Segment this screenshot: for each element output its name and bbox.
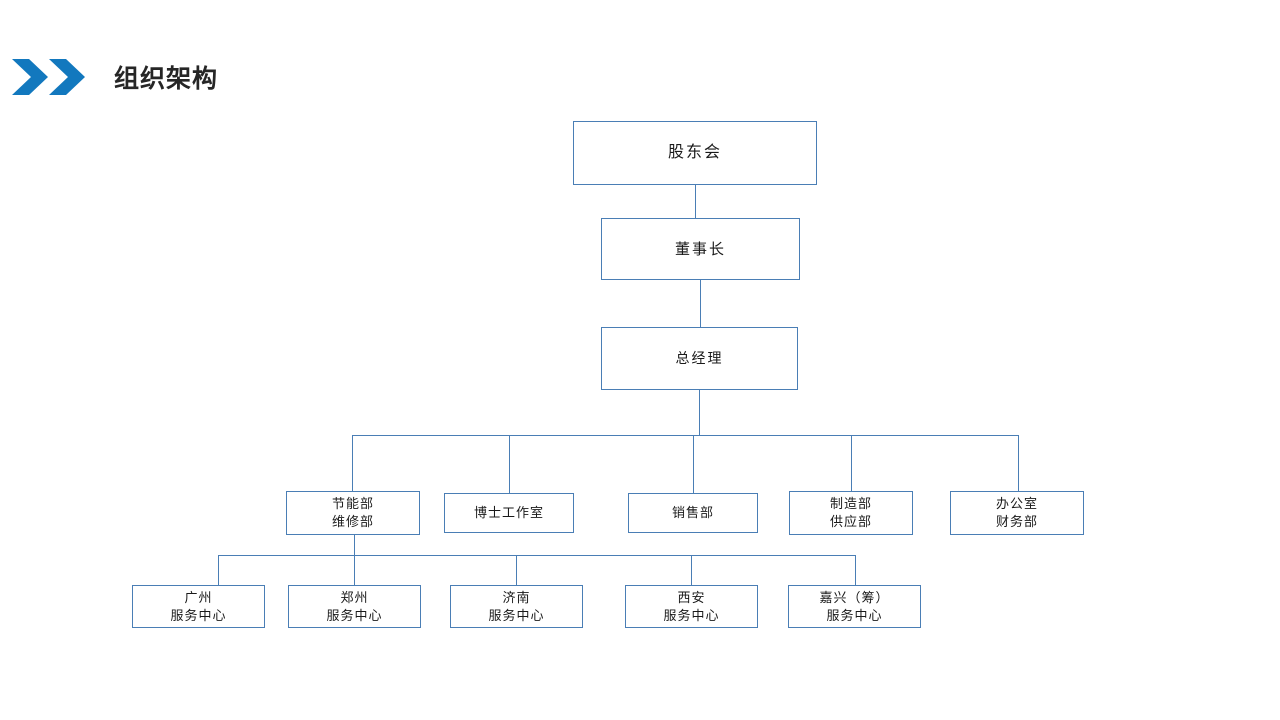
org-node-sublabel: 服务中心 xyxy=(488,607,545,623)
org-node-label: 股东会 xyxy=(667,144,722,161)
connector-energy-drop xyxy=(354,535,355,555)
org-node-label: 郑州 xyxy=(340,589,369,605)
org-node-sublabel: 财务部 xyxy=(995,514,1038,529)
org-node-label: 西安 xyxy=(677,589,706,605)
org-node-jinan-center[interactable]: 济南服务中心 xyxy=(450,585,583,628)
org-node-sublabel: 服务中心 xyxy=(663,607,720,623)
connector-bus-to-jinan xyxy=(516,555,517,585)
connector-bus-to-guangzhou xyxy=(218,555,219,585)
connector-bus-to-jiaxing xyxy=(855,555,856,585)
org-node-sublabel: 供应部 xyxy=(829,514,872,529)
connector-bus-to-xian xyxy=(691,555,692,585)
connector-chairman-to-gm xyxy=(700,280,701,327)
org-node-sublabel: 服务中心 xyxy=(326,607,383,623)
connector-dept-bus xyxy=(352,435,1018,436)
org-node-label: 制造部 xyxy=(829,496,872,511)
org-node-sales[interactable]: 销售部 xyxy=(628,493,758,533)
org-node-label: 博士工作室 xyxy=(473,505,544,520)
org-node-label: 济南 xyxy=(502,589,531,605)
org-node-manufacturing-supply[interactable]: 制造部供应部 xyxy=(789,491,913,535)
org-node-chairman[interactable]: 董事长 xyxy=(601,218,800,280)
org-node-doctoral-studio[interactable]: 博士工作室 xyxy=(444,493,574,533)
page-title: 组织架构 xyxy=(114,65,219,93)
org-node-label: 节能部 xyxy=(331,496,374,511)
org-node-jiaxing-center[interactable]: 嘉兴（筹） 服务中心 xyxy=(788,585,921,628)
org-node-energy-maintenance[interactable]: 节能部维修部 xyxy=(286,491,420,535)
org-node-label: 销售部 xyxy=(671,505,714,520)
org-node-sublabel: 服务中心 xyxy=(826,607,883,623)
org-node-xian-center[interactable]: 西安服务中心 xyxy=(625,585,758,628)
org-node-zhengzhou-center[interactable]: 郑州服务中心 xyxy=(288,585,421,628)
org-node-office-finance[interactable]: 办公室财务部 xyxy=(950,491,1084,535)
org-node-label: 总经理 xyxy=(675,350,724,366)
org-node-label: 嘉兴（筹） xyxy=(819,589,890,605)
org-node-sublabel: 服务中心 xyxy=(170,607,227,623)
connector-gm-drop xyxy=(699,390,700,435)
org-node-guangzhou-center[interactable]: 广州服务中心 xyxy=(132,585,265,628)
connector-bus-to-doctoral xyxy=(509,435,510,493)
connector-center-bus xyxy=(218,555,855,556)
org-node-shareholders[interactable]: 股东会 xyxy=(573,121,817,185)
org-node-sublabel: 维修部 xyxy=(331,514,374,529)
connector-bus-to-manufacturing xyxy=(851,435,852,491)
org-node-label: 广州 xyxy=(184,589,213,605)
connector-bus-to-energy xyxy=(352,435,353,491)
org-node-label: 办公室 xyxy=(995,496,1038,511)
connector-bus-to-office xyxy=(1018,435,1019,491)
double-chevron-right-icon xyxy=(12,58,90,96)
connector-shareholders-to-chairman xyxy=(695,185,696,218)
org-node-general-manager[interactable]: 总经理 xyxy=(601,327,798,390)
connector-bus-to-zhengzhou xyxy=(354,555,355,585)
connector-bus-to-sales xyxy=(693,435,694,493)
org-node-label: 董事长 xyxy=(674,240,726,258)
